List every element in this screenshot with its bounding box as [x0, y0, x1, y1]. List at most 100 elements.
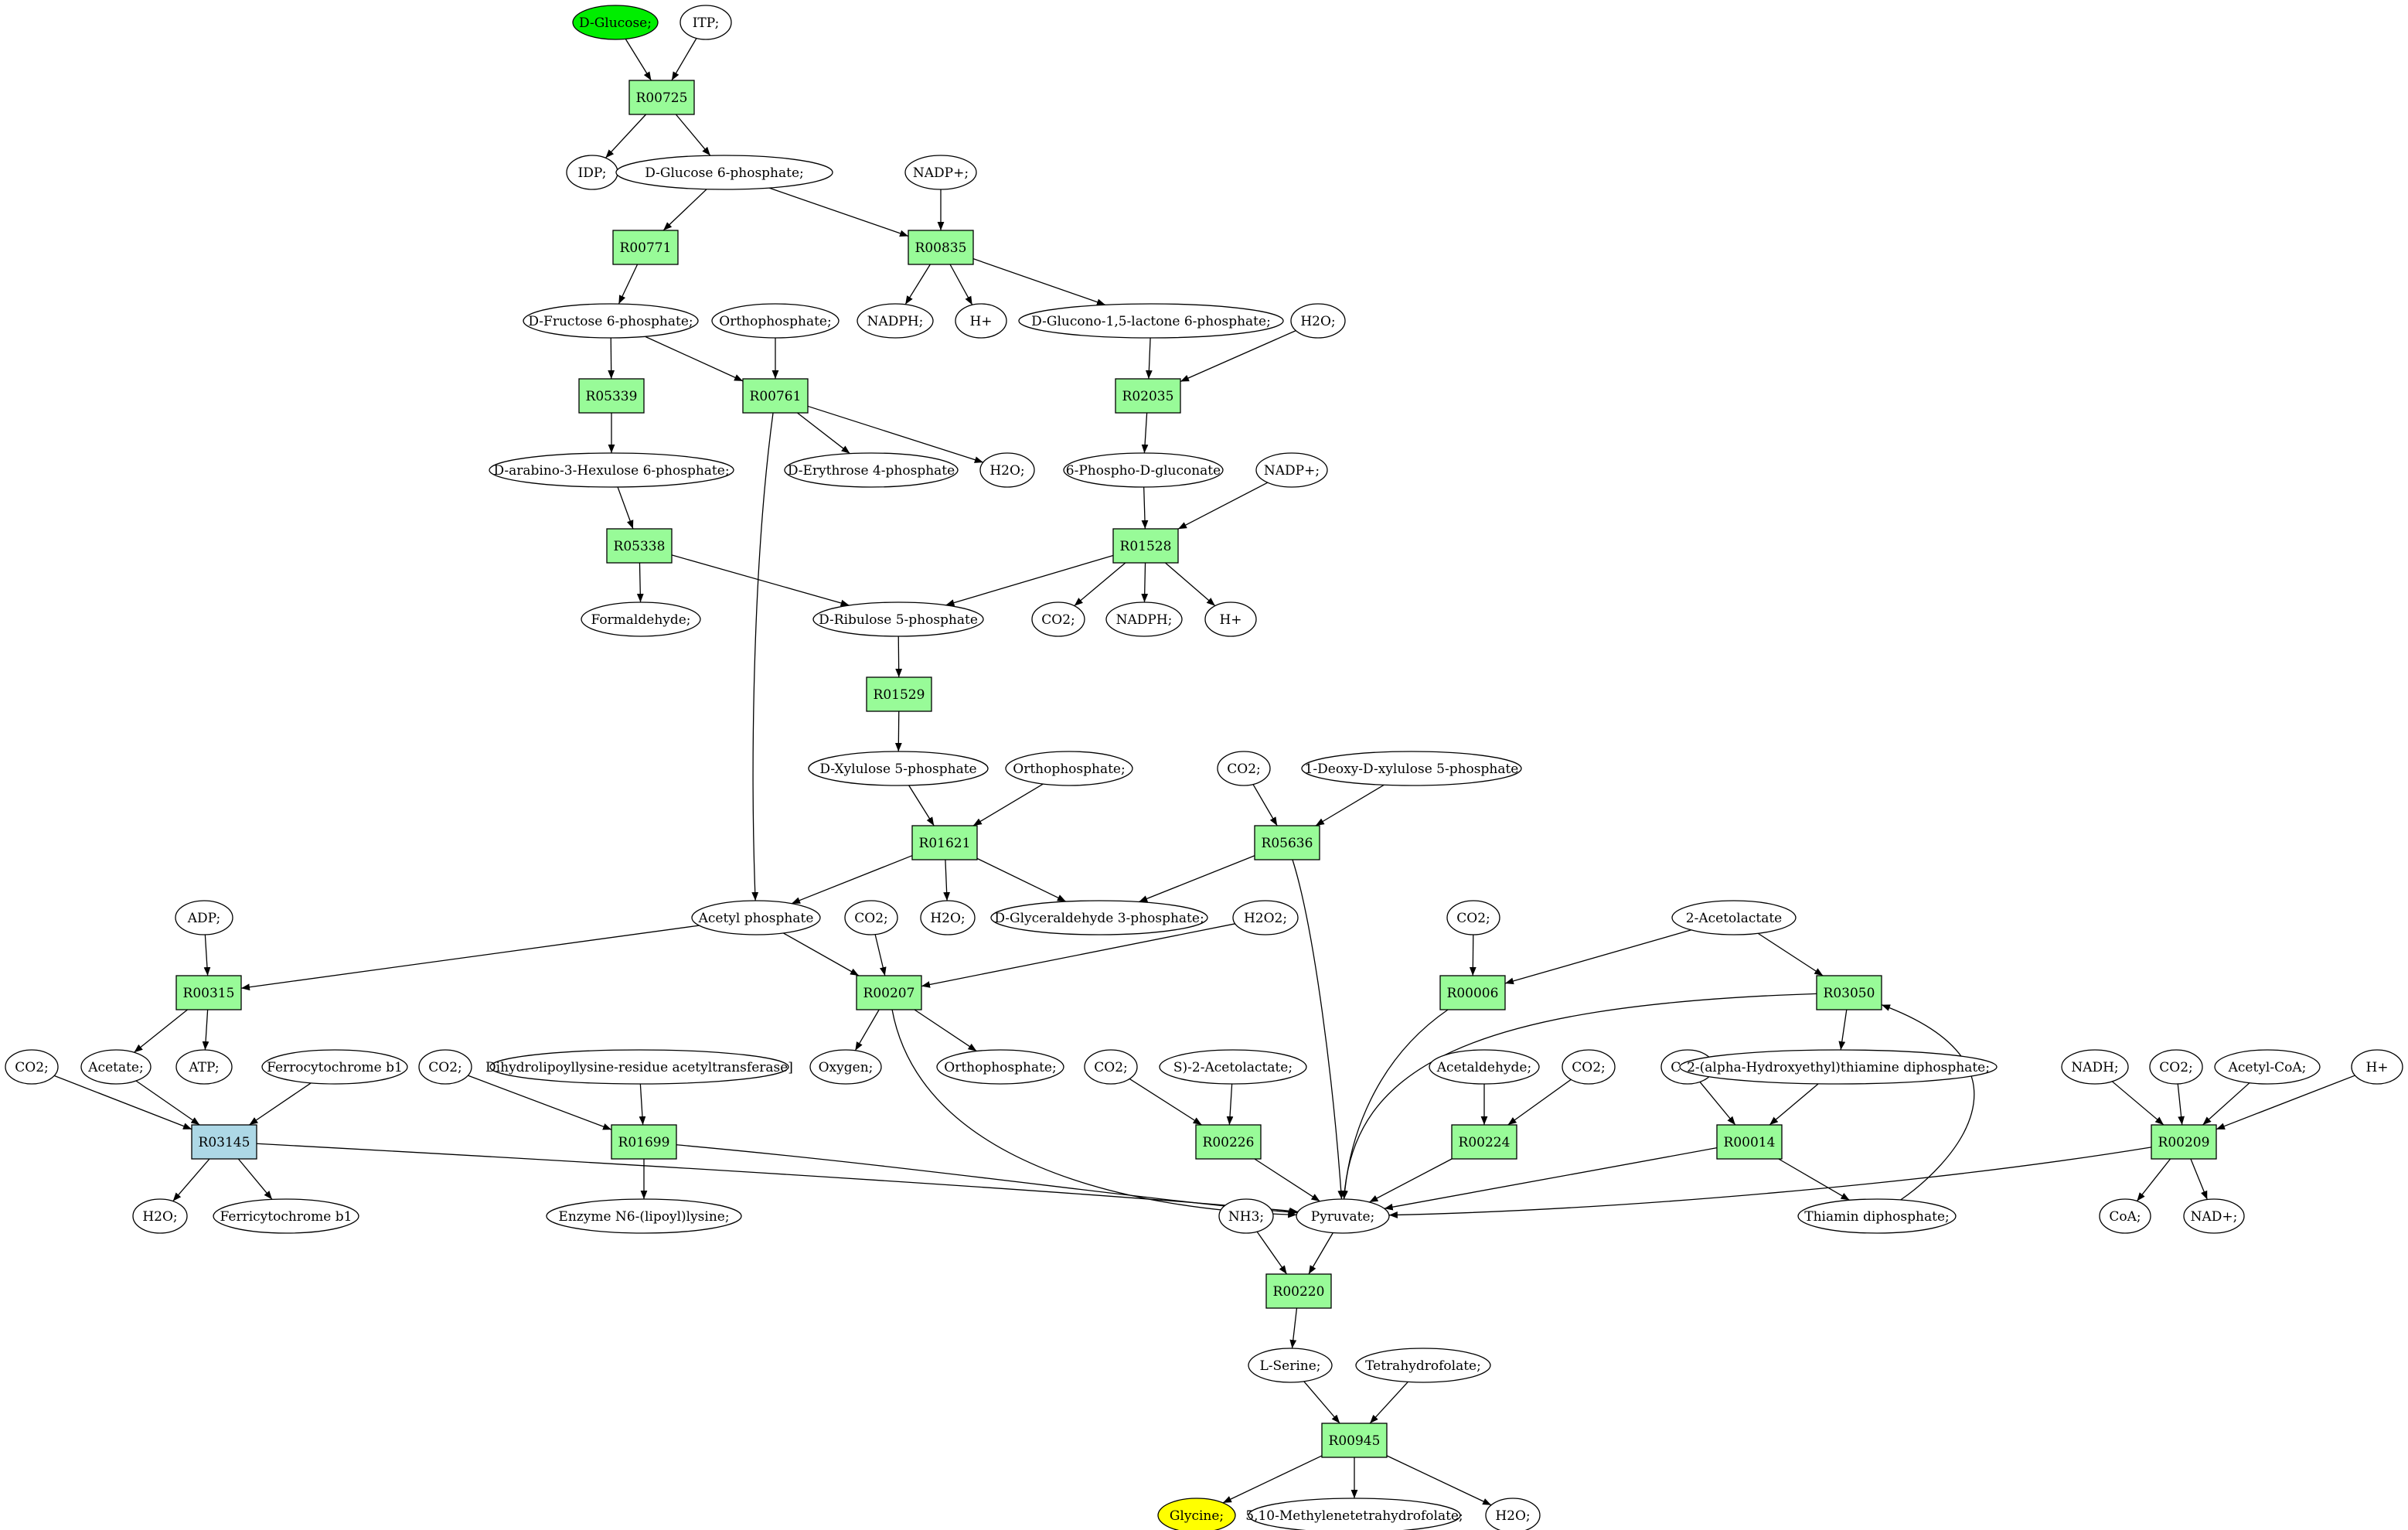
compound-tpp[interactable]: Thiamin diphosphate; — [1797, 1198, 1957, 1234]
compound-g6p[interactable]: D-Glucose 6-phosphate; — [615, 155, 833, 190]
reaction-r00207[interactable]: R00207 — [856, 975, 922, 1010]
compound-hetpp[interactable]: 2-(alpha-Hydroxyethyl)thiamine diphospha… — [1679, 1049, 1998, 1085]
compound-acoa[interactable]: Acetyl-CoA; — [2214, 1049, 2321, 1085]
compound-co2a[interactable]: CO2; — [1031, 601, 1085, 637]
compound-ferrocyt[interactable]: Ferrocytochrome b1 — [261, 1049, 408, 1085]
compound-methylene[interactable]: 5,10-Methylenetetrahydrofolate; — [1245, 1498, 1463, 1530]
compound-glucono[interactable]: D-Glucono-1,5-lactone 6-phosphate; — [1018, 303, 1284, 339]
compound-6pg[interactable]: 6-Phospho-D-gluconate — [1063, 452, 1224, 488]
compound-ellipse — [1031, 601, 1085, 637]
compound-coa[interactable]: CoA; — [2099, 1198, 2151, 1234]
compound-itp[interactable]: ITP; — [679, 5, 732, 40]
reaction-r00761[interactable]: R00761 — [742, 378, 809, 414]
compound-ellipse — [979, 452, 1035, 488]
reaction-r05339[interactable]: R05339 — [578, 378, 645, 414]
compound-ellipse — [812, 601, 984, 637]
reaction-r05636[interactable]: R05636 — [1254, 825, 1320, 860]
reaction-r00725[interactable]: R00725 — [628, 80, 695, 115]
compound-acp[interactable]: Acetyl phosphate — [691, 900, 821, 935]
reaction-r01528[interactable]: R01528 — [1112, 528, 1179, 564]
compound-nh3[interactable]: NH3; — [1218, 1198, 1274, 1234]
compound-h3[interactable]: H+ — [2351, 1049, 2403, 1085]
reaction-r02035[interactable]: R02035 — [1115, 378, 1181, 414]
reaction-r05338[interactable]: R05338 — [606, 528, 673, 564]
compound-nadp2[interactable]: NADP+; — [1255, 452, 1328, 488]
compound-pi2[interactable]: Orthophosphate; — [1005, 751, 1133, 786]
compound-co2j[interactable]: CO2; — [2149, 1049, 2203, 1085]
reaction-r00014[interactable]: R00014 — [1716, 1124, 1783, 1160]
compound-g3p[interactable]: D-Glyceraldehyde 3-phosphate; — [990, 900, 1208, 935]
compound-lipoyl[interactable]: Enzyme N6-(lipoyl)lysine; — [546, 1198, 742, 1234]
compound-xu5p[interactable]: D-Xylulose 5-phosphate — [808, 751, 989, 786]
compound-acetaldehyde[interactable]: Acetaldehyde; — [1429, 1049, 1540, 1085]
reaction-r01621[interactable]: R01621 — [911, 825, 978, 860]
compound-nadph1[interactable]: NADPH; — [857, 303, 934, 339]
compound-label: H+ — [969, 314, 992, 329]
reaction-r03145[interactable]: R03145 — [191, 1124, 257, 1160]
compound-co2g[interactable]: CO2; — [1084, 1049, 1138, 1085]
reaction-box — [1195, 1124, 1262, 1160]
reaction-label: R05339 — [586, 389, 638, 404]
compound-serine[interactable]: L-Serine; — [1248, 1348, 1333, 1383]
reaction-r03050[interactable]: R03050 — [1816, 975, 1882, 1010]
reaction-r00835[interactable]: R00835 — [908, 230, 974, 265]
compound-nadph2[interactable]: NADPH; — [1105, 601, 1183, 637]
compound-h2o5[interactable]: H2O; — [1485, 1498, 1541, 1530]
edge-c_g6p-to-r00771 — [662, 189, 707, 231]
compound-thf[interactable]: Tetrahydrofolate; — [1355, 1348, 1491, 1383]
compound-pi3[interactable]: Orthophosphate; — [936, 1049, 1064, 1085]
compound-sacetolactate[interactable]: S)-2-Acetolactate; — [1159, 1049, 1307, 1085]
compound-acetate[interactable]: Acetate; — [80, 1049, 152, 1085]
reaction-r00771[interactable]: R00771 — [612, 230, 679, 265]
compound-acetolactate[interactable]: 2-Acetolactate — [1671, 900, 1797, 935]
compound-ellipse — [904, 155, 977, 190]
reaction-r01529[interactable]: R01529 — [866, 676, 932, 712]
compound-co2d[interactable]: CO2; — [1446, 900, 1500, 935]
reaction-r00315[interactable]: R00315 — [175, 975, 242, 1010]
compound-formaldehyde[interactable]: Formaldehyde; — [581, 601, 701, 637]
reaction-r00945[interactable]: R00945 — [1321, 1423, 1388, 1458]
compound-atp[interactable]: ATP; — [175, 1049, 233, 1085]
compound-label: CO2; — [1227, 762, 1261, 777]
reaction-r00224[interactable]: R00224 — [1451, 1124, 1517, 1160]
edge-r00207-to-c_pi3 — [914, 1009, 977, 1052]
reaction-box — [2151, 1124, 2217, 1160]
compound-ru5p[interactable]: D-Ribulose 5-phosphate — [812, 601, 984, 637]
compound-pyruvate[interactable]: Pyruvate; — [1296, 1198, 1390, 1234]
compound-oxygen[interactable]: Oxygen; — [809, 1049, 882, 1085]
edge-r00315-to-c_atp — [202, 1009, 209, 1051]
compound-f6p[interactable]: D-Fructose 6-phosphate; — [523, 303, 699, 339]
compound-glucose[interactable]: D-Glucose; — [572, 5, 659, 40]
compound-idp[interactable]: IDP; — [566, 155, 618, 190]
compound-nadp1[interactable]: NADP+; — [904, 155, 977, 190]
compound-h2o2x[interactable]: H2O2; — [1232, 900, 1299, 935]
compound-nad[interactable]: NAD+; — [2183, 1198, 2245, 1234]
reaction-r00220[interactable]: R00220 — [1265, 1273, 1332, 1309]
compound-h2o3[interactable]: H2O; — [920, 900, 976, 935]
compound-h2o1[interactable]: H2O; — [1290, 303, 1346, 339]
compound-h1[interactable]: H+ — [955, 303, 1007, 339]
reaction-r00226[interactable]: R00226 — [1195, 1124, 1262, 1160]
compound-h2[interactable]: H+ — [1204, 601, 1257, 637]
compound-pi1[interactable]: Orthophosphate; — [711, 303, 840, 339]
compound-glycine[interactable]: Glycine; — [1157, 1498, 1236, 1530]
compound-nadh[interactable]: NADH; — [2061, 1049, 2129, 1085]
compound-adp[interactable]: ADP; — [175, 900, 233, 935]
reaction-r01699[interactable]: R01699 — [611, 1124, 677, 1160]
compound-dxp[interactable]: 1-Deoxy-D-xylulose 5-phosphate — [1301, 751, 1522, 786]
compound-e4p[interactable]: D-Erythrose 4-phosphate — [784, 452, 959, 488]
compound-hexulose[interactable]: D-arabino-3-Hexulose 6-phosphate; — [489, 452, 734, 488]
compound-co2b[interactable]: CO2; — [1217, 751, 1271, 786]
compound-co2e[interactable]: CO2; — [5, 1049, 59, 1085]
edge-r05338-to-c_ru5p — [671, 554, 850, 607]
reaction-r00006[interactable]: R00006 — [1439, 975, 1506, 1010]
compound-co2h[interactable]: CO2; — [1562, 1049, 1616, 1085]
compound-ferricyt[interactable]: Ferricytochrome b1 — [213, 1198, 359, 1234]
compound-label: Oxygen; — [819, 1060, 874, 1075]
compound-h2o4[interactable]: H2O; — [132, 1198, 188, 1234]
compound-co2c[interactable]: CO2; — [844, 900, 898, 935]
reaction-r00209[interactable]: R00209 — [2151, 1124, 2217, 1160]
compound-dlat[interactable]: Dihydrolipoyllysine-residue acetyltransf… — [485, 1049, 793, 1085]
compound-co2f[interactable]: CO2; — [418, 1049, 472, 1085]
compound-h2o2[interactable]: H2O; — [979, 452, 1035, 488]
